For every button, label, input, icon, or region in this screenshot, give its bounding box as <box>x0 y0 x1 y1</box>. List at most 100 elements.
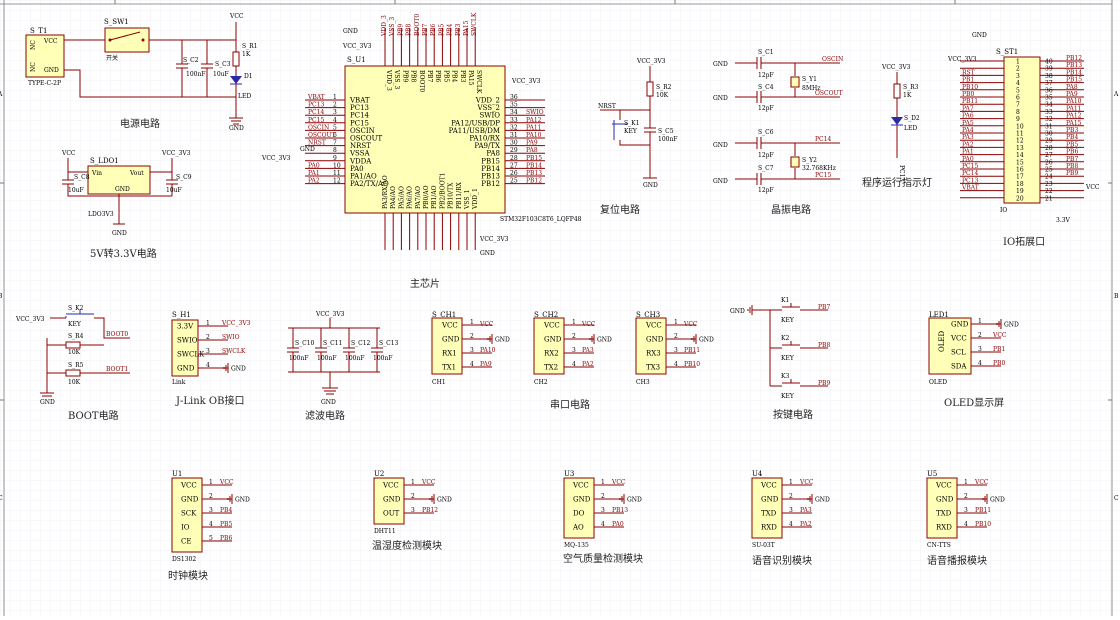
mcu-pin-num: 33 <box>510 117 518 124</box>
io-net-left: PB0 <box>962 91 974 98</box>
oled-value: OLED <box>929 379 947 386</box>
uart-pin-num: 2 <box>674 333 678 340</box>
module-pin: CE <box>181 538 191 546</box>
mcu-pin-left: OSCOUT <box>350 135 383 143</box>
io-pin-right: 37 <box>1045 80 1053 87</box>
uart-net-vcc: VCC <box>479 321 494 328</box>
io-net-left: PA3 <box>962 134 974 141</box>
title-io: IO拓展口 <box>1003 236 1045 248</box>
module-pin-num: 1 <box>964 479 968 486</box>
jlink-net: SWCLK <box>222 348 246 355</box>
uart-pin-num: 4 <box>470 361 474 368</box>
module-pin: AO <box>572 524 584 532</box>
mcu-pin-right: PB14 <box>481 165 500 173</box>
io-pin-right: 22 <box>1045 188 1053 195</box>
module-pin: VCC <box>760 482 777 490</box>
io-ref: S_ST1 <box>996 48 1018 56</box>
net-boot1: BOOT1 <box>106 366 128 373</box>
key-ref: K3 <box>781 373 789 380</box>
io-net-left: PA0 <box>962 156 974 163</box>
title-clock: 时钟模块 <box>168 569 208 582</box>
jlink-net: VCC_3V3 <box>221 320 251 327</box>
module-pin: DO <box>573 510 585 518</box>
io-pin-left: 7 <box>1016 102 1020 109</box>
mcu-net-left: PA2 <box>308 178 320 185</box>
module-pin: GND <box>573 496 591 504</box>
keys-gnd: GND <box>730 308 745 315</box>
uart-net-rx: PB11 <box>684 347 700 354</box>
t1-gnd-pin: GND <box>44 67 59 74</box>
led-vcc: VCC_3V3 <box>881 64 911 71</box>
uart-ref: S_CH2 <box>534 311 558 319</box>
mcu-gnd-bottom: GND <box>480 250 495 257</box>
uart-pin-num: 3 <box>572 347 576 354</box>
mcu-pin-right: PB13 <box>481 173 500 181</box>
net-boot0: BOOT0 <box>106 331 128 338</box>
module-pin: VCC <box>572 482 589 490</box>
r2-ref: S_R2 <box>656 84 672 91</box>
key-switch <box>770 379 828 387</box>
key-net: PB9 <box>818 380 830 387</box>
k1-value: KEY <box>624 128 638 135</box>
module-pin-num: 2 <box>964 493 968 500</box>
module-pin: IO <box>181 524 190 532</box>
mcu-pin-num: 26 <box>510 170 518 177</box>
mcu-pin-right: PB12 <box>481 180 500 188</box>
mcu-net-left: PC13 <box>308 102 324 109</box>
mcu-pin-bottom: VSS_1 <box>464 190 471 210</box>
jlink-pin: SWCLK <box>177 351 205 359</box>
key-net: PB8 <box>818 342 830 349</box>
mcu-net-right: PB15 <box>526 155 542 162</box>
jlink-pin: SWIO <box>177 337 198 345</box>
module-net: VCC <box>799 479 814 486</box>
io-net-right: PA11 <box>1066 105 1081 112</box>
title-oled: OLED显示屏 <box>944 397 1004 409</box>
mcu-net-top: BOOT0 <box>414 14 421 36</box>
mcu-pin-left: NRST <box>350 142 371 150</box>
mcu-net-right: PB14 <box>526 162 542 169</box>
module-pin: GND <box>383 496 401 504</box>
io-net-right: PA9 <box>1066 91 1078 98</box>
io-net-right: PA12 <box>1066 113 1082 120</box>
mcu-pin-left: VDDA <box>349 157 372 165</box>
uart-net-rx: PA3 <box>582 347 594 354</box>
module-pin-num: 3 <box>789 507 793 514</box>
boot-circuit: VCC_3V3 S_K2 KEY S_R4 10K S_R5 10K BOOT0… <box>15 305 130 422</box>
ldo-gnd: GND <box>112 230 127 237</box>
mcu-net-left: PC15 <box>308 117 324 124</box>
mcu-pin-num: 11 <box>333 170 341 177</box>
uart-net-gnd: GND <box>597 337 612 344</box>
mcu-net-top: PB6 <box>430 24 437 36</box>
mcu-pin-left: VSSA <box>349 150 371 158</box>
mcu-pin-bottom: PB2/BOOT1 <box>439 173 446 209</box>
k2-value: KEY <box>68 321 82 328</box>
mcu-pin-num: 8 <box>333 147 337 154</box>
mcu-pin-bottom: PA3/RX/AO <box>382 175 389 209</box>
jlink-net: GND <box>231 366 246 373</box>
r5-ref: S_R5 <box>68 362 84 369</box>
mcu-pin-num: 9 <box>333 155 337 162</box>
mcu-net-top: PB3 <box>455 24 462 36</box>
mcu-net-right: PA8 <box>526 147 538 154</box>
module-net: PA3 <box>800 507 812 514</box>
key-net: PB7 <box>818 304 830 311</box>
mcu-pin-bottom: PA5/AO <box>398 186 405 209</box>
io-net-left: PA7 <box>962 105 974 112</box>
io-net-left: PA4 <box>962 127 974 134</box>
uart-net-vcc: VCC <box>581 321 596 328</box>
io-net-left: PA2 <box>962 141 974 148</box>
uart-value: CH3 <box>636 379 650 386</box>
module-ref: U1 <box>172 470 182 478</box>
c4-value: 12pF <box>758 105 774 112</box>
c6-value: 12pF <box>758 152 774 159</box>
oled-pin-num: 3 <box>978 346 982 353</box>
module-pin: TXD <box>761 510 777 518</box>
io-net-left: PA1 <box>962 149 974 156</box>
filter-cap-ref: S_C11 <box>323 340 342 347</box>
io-pin-right: 23 <box>1045 181 1053 188</box>
r5-value: 10K <box>68 379 81 386</box>
mcu-pin-bottom: PA7/AO <box>415 186 422 209</box>
io-net-right: PB5 <box>1066 141 1078 148</box>
mcu-pin-left: PC13 <box>350 104 369 112</box>
